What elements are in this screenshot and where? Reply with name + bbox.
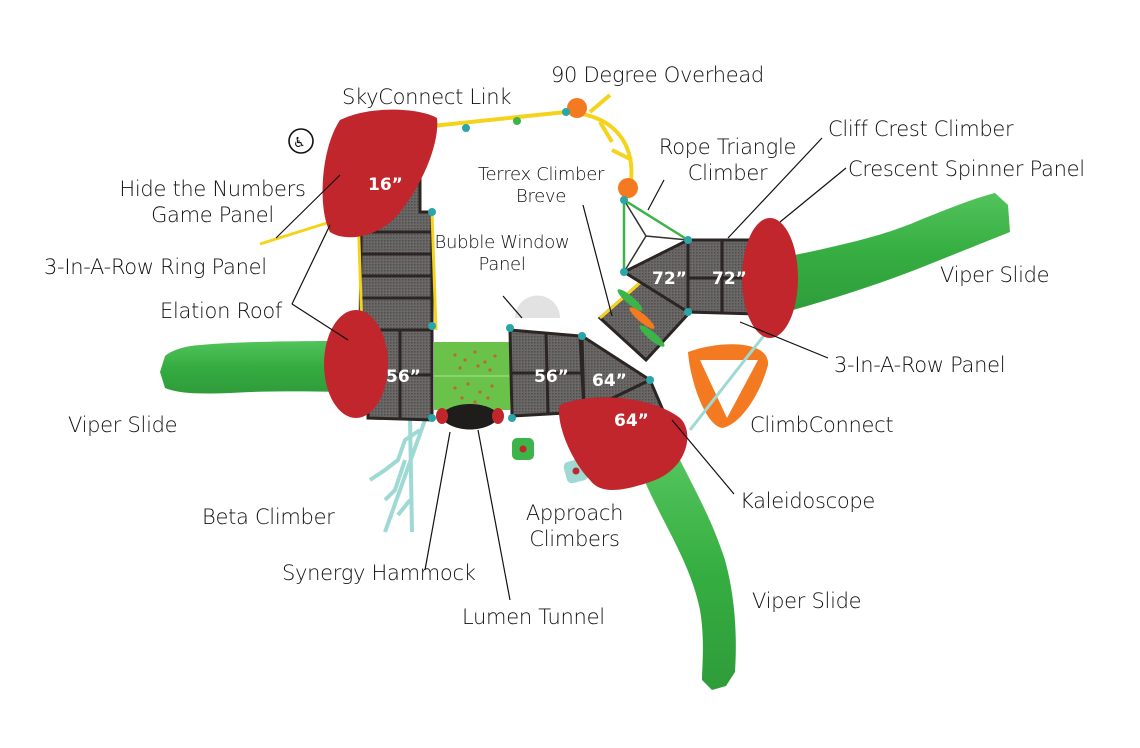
label-cliff-crest-climber: Cliff Crest Climber (828, 117, 1014, 141)
label-lumen-tunnel: Lumen Tunnel (462, 605, 605, 629)
label-3-in-a-row-ring-panel: 3-In-A-Row Ring Panel (44, 255, 267, 279)
label-bubble-window-panel: Bubble Window Panel (422, 232, 582, 276)
leader-lines (275, 137, 847, 601)
label-line: Rope Triangle (658, 135, 797, 159)
bubble-window (515, 295, 560, 318)
roof-hide-numbers (322, 109, 438, 238)
height-72-right: 72” (712, 269, 747, 289)
label-line: Hide the Numbers (119, 177, 306, 201)
deck-56-right (508, 295, 586, 418)
height-16: 16” (368, 175, 403, 195)
height-72-left: 72” (652, 269, 687, 289)
label-rope-triangle-climber: Rope Triangle Climber (655, 134, 800, 186)
rope-triangle-climber (622, 198, 689, 273)
label-synergy-hammock: Synergy Hammock (282, 561, 476, 585)
label-line: Breve (515, 186, 567, 207)
deck-72 (620, 237, 758, 316)
label-viper-slide-bottom: Viper Slide (752, 589, 862, 613)
label-skyconnect-link: SkyConnect Link (342, 85, 512, 109)
label-line: Approach (525, 501, 624, 525)
label-kaleidoscope: Kaleidoscope (740, 489, 876, 513)
label-line: Bubble Window (434, 232, 570, 253)
label-viper-slide-right: Viper Slide (940, 263, 1050, 287)
roof-kaleidoscope (559, 397, 688, 490)
height-64-upper: 64” (592, 371, 627, 391)
label-elation-roof: Elation Roof (160, 299, 283, 323)
label-line: Panel (478, 254, 526, 275)
svg-text:♿: ♿ (293, 135, 306, 151)
label-terrex-climber-breve: Terrex Climber Breve (470, 164, 612, 208)
label-90-degree-overhead: 90 Degree Overhead (551, 63, 764, 87)
beta-climber (368, 417, 427, 533)
viper-slide-right (760, 193, 1010, 315)
overhead-ring-bottom (618, 178, 638, 198)
label-viper-slide-left: Viper Slide (68, 413, 178, 437)
wheelchair-accessible-icon: ♿ (288, 128, 314, 154)
height-56-left: 56” (386, 367, 421, 387)
label-crescent-spinner-panel: Crescent Spinner Panel (848, 157, 1085, 181)
label-beta-climber: Beta Climber (202, 505, 335, 529)
lumen-tunnel (436, 404, 504, 430)
height-56-right: 56” (534, 367, 569, 387)
label-line: Terrex Climber (477, 164, 605, 185)
label-approach-climbers: Approach Climbers (512, 500, 637, 552)
roof-crescent-spinner (742, 218, 798, 338)
label-line: Climbers (529, 527, 620, 551)
label-climbconnect: ClimbConnect (750, 413, 894, 437)
label-3-in-a-row-panel: 3-In-A-Row Panel (834, 353, 1006, 377)
posts (428, 108, 692, 422)
label-hide-the-numbers-game-panel: Hide the Numbers Game Panel (110, 176, 315, 228)
label-line: Climber (687, 161, 768, 185)
viper-slide-bottom (640, 460, 736, 690)
overhead-ring-top (567, 98, 587, 118)
bridge (434, 342, 510, 410)
viper-slide-left (160, 340, 370, 394)
roof-elation-left (324, 310, 388, 418)
label-line: Game Panel (151, 203, 274, 227)
height-64-lower: 64” (614, 411, 649, 431)
